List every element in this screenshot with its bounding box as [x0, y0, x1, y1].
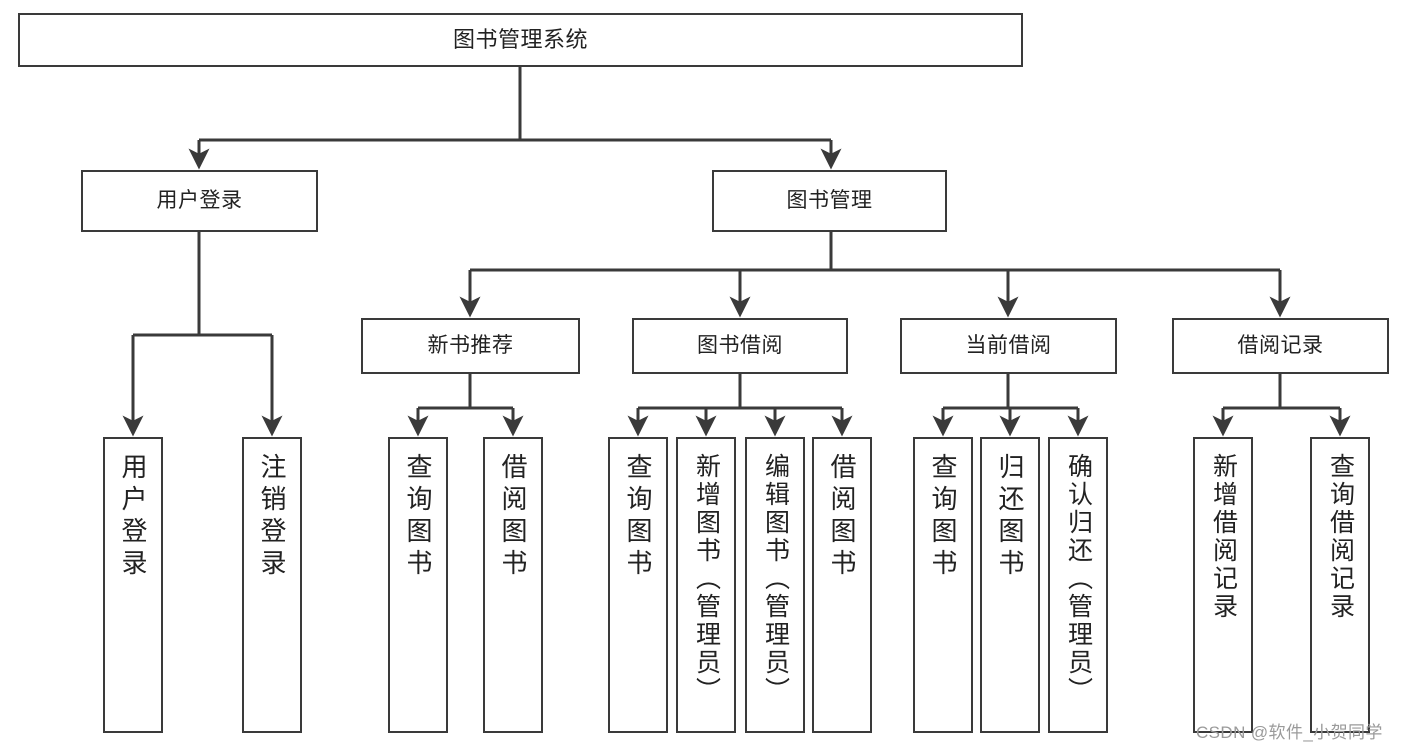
node-leaf-user-login-label: 用户登录 [118, 453, 148, 581]
node-leaf-add-book-label: 新增图书（管理员） [692, 453, 721, 705]
node-new-book-recommend-label: 新书推荐 [427, 333, 514, 357]
node-user-login-label: 用户登录 [156, 188, 243, 212]
node-book-borrow[interactable]: 图书借阅 [632, 318, 848, 374]
node-borrow-record[interactable]: 借阅记录 [1172, 318, 1389, 374]
node-leaf-confirm-return-label: 确认归还（管理员） [1064, 453, 1093, 705]
node-leaf-query-book-1[interactable]: 查询图书 [388, 437, 448, 733]
node-leaf-logout[interactable]: 注销登录 [242, 437, 302, 733]
node-book-borrow-label: 图书借阅 [697, 333, 783, 357]
node-leaf-query-book-2[interactable]: 查询图书 [608, 437, 668, 733]
node-leaf-query-book-2-label: 查询图书 [623, 453, 653, 581]
node-root-label: 图书管理系统 [452, 27, 588, 53]
node-leaf-user-login[interactable]: 用户登录 [103, 437, 163, 733]
node-leaf-return-book[interactable]: 归还图书 [980, 437, 1040, 733]
node-leaf-borrow-book-1[interactable]: 借阅图书 [483, 437, 543, 733]
csdn-watermark: CSDN @软件_小贺同学 [1196, 723, 1383, 742]
node-leaf-query-book-3-label: 查询图书 [928, 453, 958, 581]
node-leaf-add-book[interactable]: 新增图书（管理员） [676, 437, 736, 733]
node-borrow-record-label: 借阅记录 [1237, 333, 1324, 357]
node-leaf-borrow-book-2[interactable]: 借阅图书 [812, 437, 872, 733]
node-leaf-query-record-label: 查询借阅记录 [1326, 453, 1355, 621]
node-leaf-query-book-1-label: 查询图书 [403, 453, 433, 581]
node-leaf-add-record-label: 新增借阅记录 [1209, 453, 1238, 621]
node-leaf-logout-label: 注销登录 [257, 453, 287, 581]
node-current-borrow-label: 当前借阅 [965, 333, 1052, 357]
node-new-book-recommend[interactable]: 新书推荐 [361, 318, 580, 374]
node-leaf-query-book-3[interactable]: 查询图书 [913, 437, 973, 733]
node-leaf-confirm-return[interactable]: 确认归还（管理员） [1048, 437, 1108, 733]
node-user-login[interactable]: 用户登录 [81, 170, 318, 232]
node-leaf-borrow-book-1-label: 借阅图书 [498, 453, 528, 581]
node-leaf-add-record[interactable]: 新增借阅记录 [1193, 437, 1253, 733]
node-leaf-query-record[interactable]: 查询借阅记录 [1310, 437, 1370, 733]
node-current-borrow[interactable]: 当前借阅 [900, 318, 1117, 374]
node-book-manage[interactable]: 图书管理 [712, 170, 947, 232]
node-leaf-borrow-book-2-label: 借阅图书 [827, 453, 857, 581]
node-leaf-edit-book[interactable]: 编辑图书（管理员） [745, 437, 805, 733]
node-leaf-return-book-label: 归还图书 [995, 453, 1025, 581]
node-book-manage-label: 图书管理 [786, 188, 873, 212]
node-leaf-edit-book-label: 编辑图书（管理员） [761, 453, 790, 705]
node-root[interactable]: 图书管理系统 [18, 13, 1023, 67]
